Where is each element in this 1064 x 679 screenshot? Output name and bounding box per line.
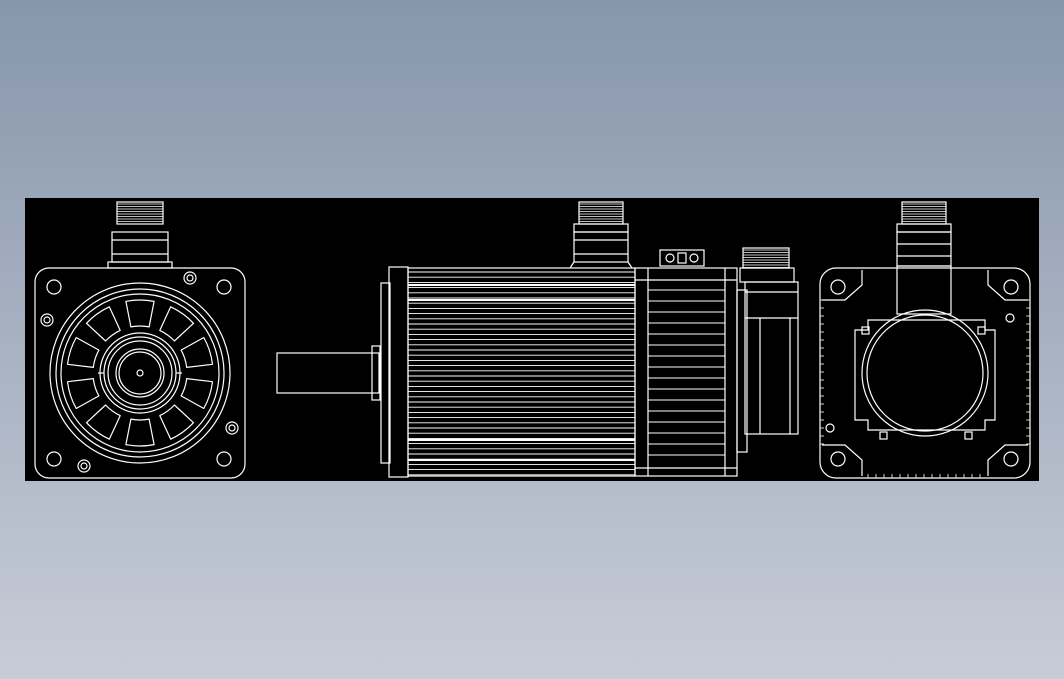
side-view [276, 201, 799, 478]
motor-shaft [276, 352, 380, 394]
rear-view [819, 201, 1031, 479]
front-flange-plate [34, 267, 246, 479]
encoder-connector [739, 247, 795, 283]
rear-connector [896, 201, 952, 315]
cooling-fins [408, 271, 635, 476]
front-flange-view [34, 201, 246, 479]
brake-terminal [659, 249, 705, 267]
mount-hole [216, 451, 232, 467]
mount-hole [46, 451, 62, 467]
power-connector [569, 201, 633, 269]
cooling-slots [66, 299, 214, 447]
mount-hole [216, 279, 232, 295]
rear-plate [819, 267, 1031, 479]
front-connector [107, 201, 173, 269]
mount-hole [46, 279, 62, 295]
